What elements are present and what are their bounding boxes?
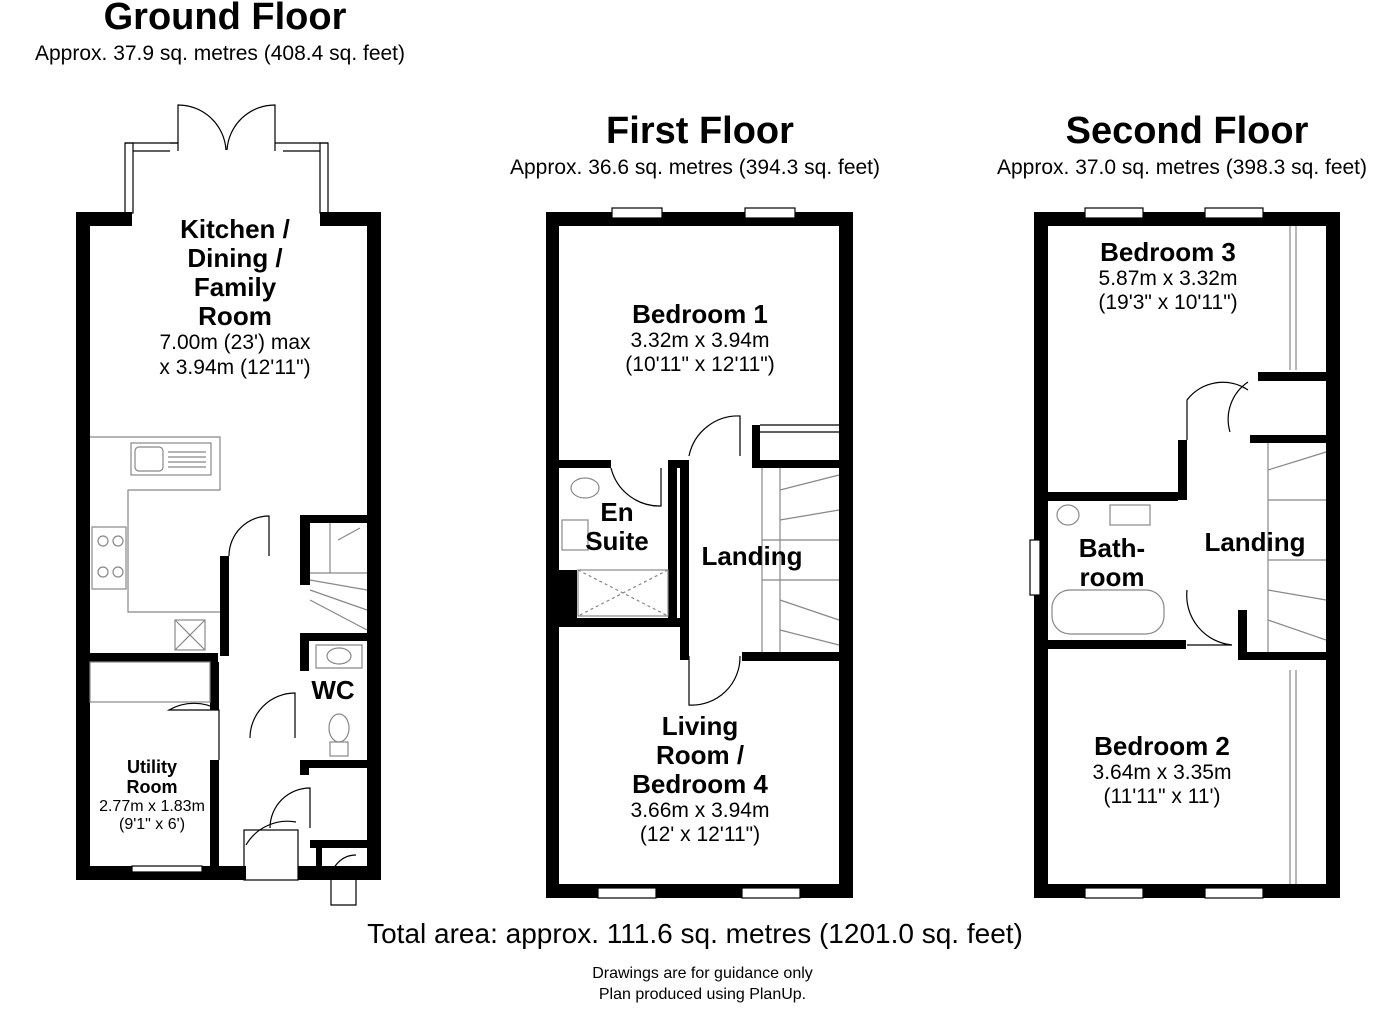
first-floor-plan (546, 207, 853, 899)
room-bedroom-2: Bedroom 2 3.64m x 3.35m (11'11" x 11') (1048, 731, 1276, 809)
room-name-line: Bath- (1078, 533, 1146, 563)
room-name-line: Room (198, 301, 272, 332)
room-dimension: 2.77m x 1.83m (99, 797, 205, 815)
room-name-line: En (600, 497, 634, 527)
room-dimension: (9'1" x 6') (118, 815, 186, 833)
disclaimer-line: Drawings are for guidance only (592, 965, 813, 982)
room-name-line: Suite (585, 526, 649, 557)
room-name-line: room (1079, 562, 1145, 593)
room-name-line: Living (661, 711, 739, 741)
disclaimer: Drawings are for guidance only Plan prod… (500, 964, 905, 1006)
first-floor-title: First Floor (606, 110, 794, 152)
room-bathroom: Bath- room (1062, 533, 1162, 593)
room-dimension: (12' x 12'11") (639, 823, 761, 847)
room-wc: WC (311, 675, 355, 705)
room-name-line: Family (193, 272, 277, 303)
room-name-line: Room / (655, 740, 745, 771)
room-landing-second: Landing (1204, 527, 1306, 557)
room-kitchen-dining-family: Kitchen / Dining / Family Room 7.00m (23… (125, 214, 345, 380)
room-name-line: Bedroom 2 (1094, 731, 1230, 761)
room-landing-first: Landing (701, 541, 803, 571)
room-name-line: Bedroom 3 (1100, 237, 1236, 267)
second-floor-area: Approx. 37.0 sq. metres (398.3 sq. feet) (996, 156, 1368, 179)
room-name-line: Bedroom 1 (632, 299, 768, 329)
room-dimension: 5.87m x 3.32m (1098, 267, 1238, 291)
room-name-line: Bedroom 4 (632, 769, 768, 800)
room-name-line: Kitchen / (180, 214, 290, 244)
second-floor-plan (1029, 207, 1340, 899)
room-name-line: Dining / (187, 243, 283, 274)
room-dimension: 3.66m x 3.94m (630, 799, 770, 823)
room-dimension: (10'11" x 12'11") (625, 353, 775, 377)
room-bedroom-1: Bedroom 1 3.32m x 3.94m (10'11" x 12'11"… (560, 299, 840, 377)
room-living-bedroom-4: Living Room / Bedroom 4 3.66m x 3.94m (1… (560, 711, 840, 848)
room-dimension: 3.64m x 3.35m (1092, 761, 1232, 785)
ground-floor-plan (76, 104, 381, 906)
room-utility: Utility Room 2.77m x 1.83m (9'1" x 6') (88, 757, 216, 834)
first-floor-area: Approx. 36.6 sq. metres (394.3 sq. feet) (509, 156, 881, 179)
ground-floor-title: Ground Floor (103, 0, 347, 38)
room-dimension: 3.32m x 3.94m (630, 329, 770, 353)
disclaimer-line: Plan produced using PlanUp. (598, 985, 807, 1003)
room-dimension: (11'11" x 11') (1103, 785, 1221, 809)
room-name-line: Utility (126, 757, 177, 777)
room-en-suite: En Suite (572, 497, 662, 557)
room-dimension: x 3.94m (12'11") (159, 355, 311, 379)
total-area: Total area: approx. 111.6 sq. metres (12… (367, 918, 1023, 949)
ground-floor-area: Approx. 37.9 sq. metres (408.4 sq. feet) (34, 42, 406, 65)
room-bedroom-3: Bedroom 3 5.87m x 3.32m (19'3" x 10'11") (1048, 237, 1288, 315)
second-floor-title: Second Floor (1065, 110, 1309, 152)
room-name-line: Room (126, 776, 178, 797)
room-dimension: 7.00m (23') max (159, 331, 311, 355)
room-dimension: (19'3" x 10'11") (1098, 291, 1238, 315)
